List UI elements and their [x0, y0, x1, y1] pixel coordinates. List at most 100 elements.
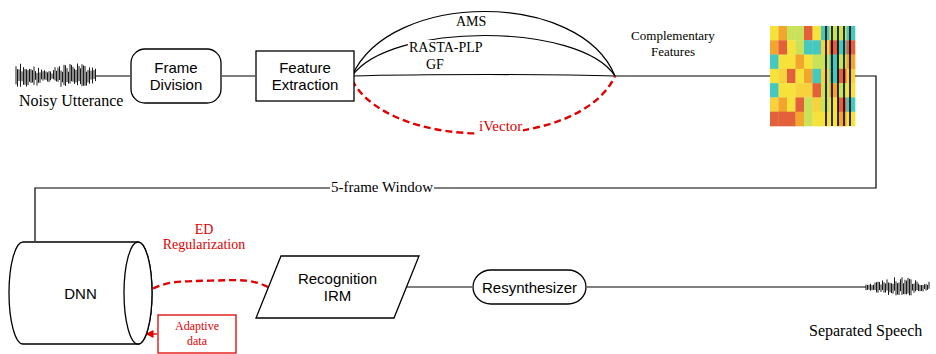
heat-cell — [830, 69, 839, 84]
wave-stroke — [77, 64, 78, 86]
data-box: Adaptive data — [157, 314, 237, 354]
wave-stroke — [76, 70, 77, 82]
recognition-box: Recognition IRM — [255, 255, 420, 319]
heat-cell — [847, 55, 856, 70]
text-label: GF — [425, 57, 445, 73]
node-label: Resynthesizer — [482, 279, 577, 296]
wave-stroke — [887, 279, 888, 290]
wave-stroke — [91, 71, 92, 80]
text-label: Complementary Features — [622, 28, 724, 60]
heat-cell — [796, 55, 805, 70]
wave-stroke — [52, 74, 53, 79]
heat-cell — [838, 26, 847, 41]
heat-cell — [838, 83, 847, 98]
wave-stroke — [909, 279, 910, 295]
wave-stroke — [20, 64, 21, 87]
text-holder: Adaptive data — [169, 319, 225, 349]
heat-cell — [813, 97, 822, 112]
wave-stroke — [876, 282, 877, 292]
wave-stroke — [890, 283, 891, 293]
process-box: Feature Extraction — [255, 50, 355, 102]
node-label: Adaptive data — [169, 319, 225, 349]
wave-stroke — [56, 71, 57, 82]
text-label: 5-frame Window — [330, 179, 434, 196]
feature-heatmap — [770, 26, 855, 126]
process-box: Frame Division — [130, 48, 222, 104]
text-label: Separated Speech — [808, 322, 923, 340]
wave-stroke — [923, 285, 924, 291]
heat-cell — [813, 26, 822, 41]
wave-stroke — [884, 282, 885, 292]
wave-stroke — [62, 72, 63, 82]
heat-cell — [838, 55, 847, 70]
wave-stroke — [870, 284, 871, 291]
separated-waveform — [866, 277, 929, 295]
box-outline — [158, 315, 236, 353]
wave-stroke — [40, 72, 41, 82]
wave-stroke — [894, 277, 895, 290]
heat-cell — [796, 97, 805, 112]
heat-cell — [779, 112, 788, 127]
wave-stroke — [53, 70, 54, 79]
heat-cell — [779, 97, 788, 112]
cylinder-end — [124, 242, 152, 344]
wave-stroke — [49, 71, 50, 82]
heat-cell — [830, 26, 839, 41]
wave-stroke — [38, 68, 39, 83]
heat-cell — [787, 83, 796, 98]
heat-cell — [804, 97, 813, 112]
noisy-waveform — [16, 64, 96, 87]
wave-stroke — [58, 68, 59, 82]
wave-stroke — [927, 285, 928, 290]
wave-stroke — [71, 65, 72, 81]
heat-cell — [770, 40, 779, 55]
parallelogram-outline — [256, 256, 419, 318]
heat-cell — [847, 69, 856, 84]
wave-stroke — [914, 284, 915, 293]
heat-cell — [770, 97, 779, 112]
wave-stroke — [55, 67, 56, 80]
heat-cell — [838, 69, 847, 84]
heat-cell — [779, 83, 788, 98]
wave-stroke — [16, 66, 17, 84]
heat-cell — [787, 69, 796, 84]
wave-stroke — [869, 285, 870, 290]
wave-stroke — [866, 285, 867, 291]
wave-stroke — [19, 69, 20, 80]
wave-stroke — [885, 283, 886, 292]
heat-cell — [787, 97, 796, 112]
wave-stroke — [86, 72, 87, 86]
heat-cell — [804, 69, 813, 84]
text-label: RASTA-PLP — [408, 40, 484, 56]
wave-stroke — [23, 67, 24, 85]
wave-stroke — [900, 279, 901, 291]
window-marker — [831, 26, 833, 126]
wave-stroke — [64, 65, 65, 85]
wave-stroke — [879, 282, 880, 290]
wave-stroke — [924, 284, 925, 289]
wave-stroke — [74, 69, 75, 84]
heat-cell — [796, 83, 805, 98]
node-label: DNN — [64, 285, 97, 302]
heat-cell — [838, 112, 847, 127]
gf-curve — [352, 75, 615, 77]
wave-stroke — [29, 69, 30, 82]
cylinder-body — [9, 242, 152, 344]
wave-stroke — [867, 285, 868, 290]
connector — [152, 280, 268, 289]
wave-stroke — [68, 72, 69, 84]
wave-stroke — [872, 285, 873, 290]
wave-stroke — [85, 66, 86, 86]
text-label: Noisy Utterance — [18, 92, 124, 110]
wave-stroke — [83, 65, 84, 85]
heat-cell — [804, 83, 813, 98]
wave-stroke — [896, 281, 897, 295]
wave-stroke — [50, 71, 51, 80]
wave-stroke — [920, 285, 921, 291]
wave-stroke — [37, 73, 38, 86]
wave-stroke — [94, 70, 95, 79]
wave-stroke — [903, 283, 904, 294]
heat-cell — [787, 26, 796, 41]
heat-cell — [813, 69, 822, 84]
box-outline — [131, 49, 221, 103]
